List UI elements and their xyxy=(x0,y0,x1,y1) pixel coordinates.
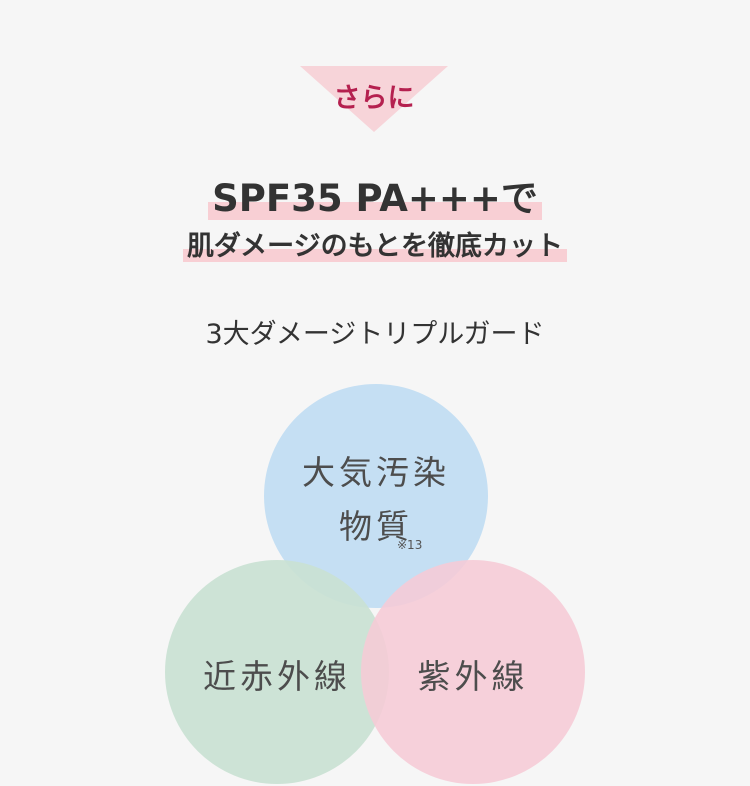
banner-label: さらに xyxy=(333,83,415,114)
label-air-pollution-2: 物質 xyxy=(339,507,413,546)
footnote-mark: ※13 xyxy=(397,538,423,552)
headline-spf: SPF35 PA+++で xyxy=(208,177,542,220)
subtitle: 3大ダメージトリプルガード xyxy=(205,319,545,350)
banner-triangle xyxy=(300,66,448,132)
headline-damage: 肌ダメージのもとを徹底カット xyxy=(182,231,568,262)
label-uv: 紫外線 xyxy=(417,657,529,696)
headline-row-2: 肌ダメージのもとを徹底カット xyxy=(0,224,750,263)
label-near-infrared: 近赤外線 xyxy=(203,657,351,696)
headline-row-1: SPF35 PA+++で xyxy=(0,168,750,222)
circle-air-pollution xyxy=(264,384,488,608)
circle-near-infrared xyxy=(165,560,389,784)
circle-uv xyxy=(361,560,585,784)
label-air-pollution-1: 大気汚染 xyxy=(302,453,450,492)
